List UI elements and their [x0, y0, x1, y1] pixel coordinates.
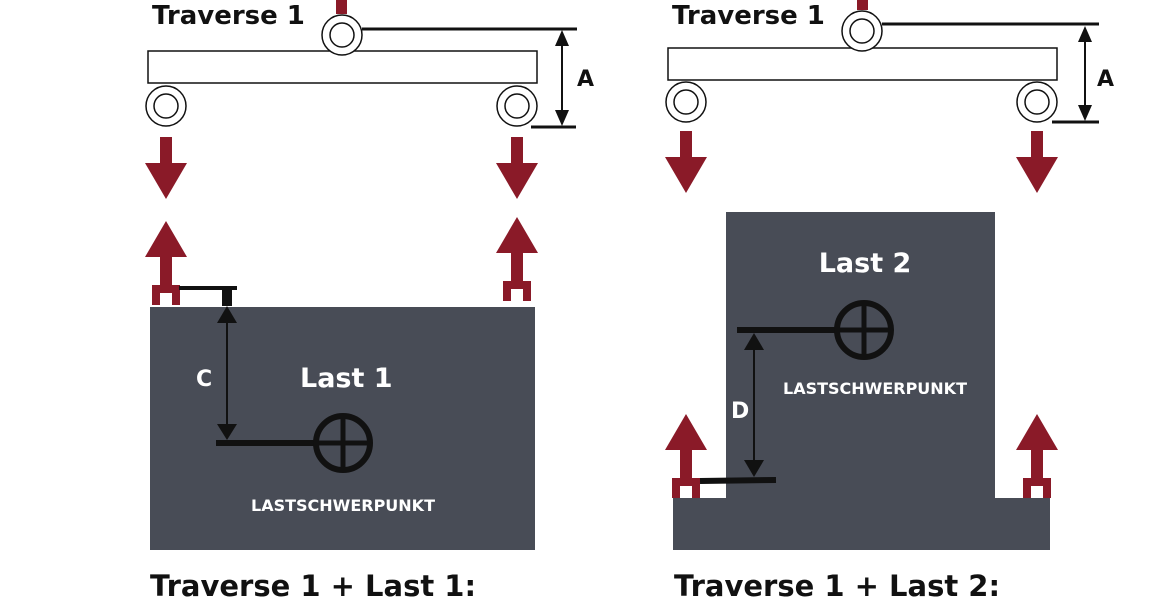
lifting-point-up-arrow-icon	[1016, 414, 1058, 498]
arrowhead-down-icon	[217, 424, 237, 440]
caption: Traverse 1 + Last 2:	[674, 569, 1000, 600]
right-sheave-icon	[1016, 81, 1058, 123]
arrowhead-up-icon	[217, 306, 237, 323]
left-panel: Traverse 1 A C Last 1 LASTSCHWERPUNKT Tr…	[145, 0, 594, 600]
cog-label: LASTSCHWERPUNKT	[783, 379, 967, 398]
crane-hook-line	[336, 0, 347, 14]
down-arrow-icon	[496, 137, 538, 199]
dimension-a-label: A	[1097, 67, 1114, 92]
dimension-d-label: D	[731, 399, 749, 424]
traverse-beam	[147, 50, 538, 84]
down-arrow-icon	[1016, 131, 1058, 193]
reference-post	[222, 288, 232, 306]
down-arrow-icon	[145, 137, 187, 199]
traverse-title: Traverse 1	[672, 1, 825, 31]
top-sheave-icon	[321, 14, 363, 56]
crane-hook-line	[857, 0, 868, 10]
top-sheave-icon	[841, 10, 883, 52]
load-label: Last 2	[819, 248, 912, 279]
left-sheave-icon	[665, 81, 707, 123]
down-arrow-icon	[665, 131, 707, 193]
right-sheave-icon	[496, 85, 538, 127]
caption: Traverse 1 + Last 1:	[150, 569, 476, 600]
lifting-point-up-arrow-icon	[665, 414, 707, 498]
arrowhead-down-icon	[555, 110, 569, 126]
arrowhead-up-icon	[555, 30, 569, 46]
center-of-gravity-icon	[834, 300, 894, 360]
left-sheave-icon	[145, 85, 187, 127]
arrowhead-down-icon	[1078, 105, 1092, 121]
right-panel: Traverse 1 A Last 2 LASTSCHWERPUNKT D Tr…	[665, 0, 1114, 600]
dimension-c-label: C	[196, 367, 212, 392]
lifting-point-up-arrow-icon	[496, 217, 538, 301]
dimension-a-label: A	[577, 67, 594, 92]
traverse-title: Traverse 1	[152, 1, 305, 31]
arrowhead-down-icon	[744, 460, 764, 477]
center-of-gravity-icon	[313, 413, 373, 473]
reference-line	[699, 477, 777, 484]
arrowhead-up-icon	[744, 333, 764, 350]
traverse-beam	[667, 47, 1058, 81]
arrowhead-up-icon	[1078, 26, 1092, 42]
load-2-block	[673, 212, 1050, 550]
lifting-point-up-arrow-icon	[145, 221, 187, 305]
cog-label: LASTSCHWERPUNKT	[251, 496, 435, 515]
load-label: Last 1	[300, 363, 393, 394]
